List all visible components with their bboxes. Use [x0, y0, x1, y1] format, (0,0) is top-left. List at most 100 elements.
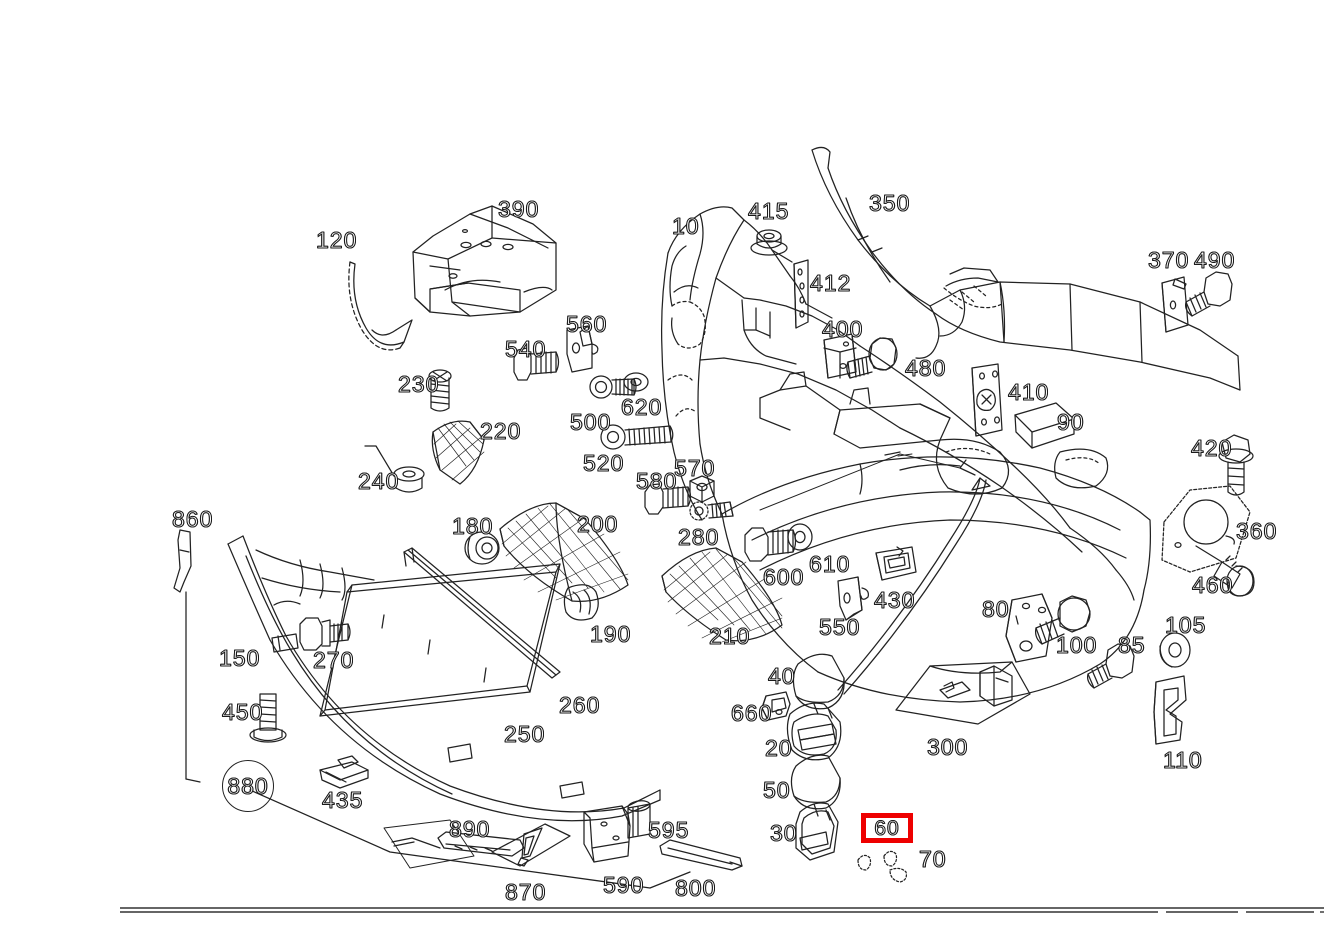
part-270-bolt: [299, 617, 351, 651]
part-callout-120[interactable]: 120: [315, 227, 358, 253]
part-callout-890[interactable]: 890: [448, 816, 491, 842]
part-450-bolt: [249, 693, 287, 743]
part-callout-220[interactable]: 220: [479, 418, 522, 444]
part-callout-70[interactable]: 70: [919, 846, 947, 872]
part-callout-410[interactable]: 410: [1007, 379, 1050, 405]
part-430-clipnut: [875, 546, 917, 581]
part-callout-20[interactable]: 20: [765, 735, 793, 761]
part-callout-300[interactable]: 300: [926, 734, 969, 760]
part-callout-280[interactable]: 280: [677, 524, 720, 550]
part-callout-40[interactable]: 40: [768, 663, 796, 689]
part-callout-85[interactable]: 85: [1118, 632, 1146, 658]
part-callout-260[interactable]: 260: [558, 692, 601, 718]
part-230-screw: [428, 369, 452, 412]
part-callout-620[interactable]: 620: [620, 394, 663, 420]
part-callout-870[interactable]: 870: [504, 879, 547, 905]
part-callout-200[interactable]: 200: [576, 511, 619, 537]
highlight-callout-label: 60: [874, 816, 900, 840]
part-460-bolt: [1213, 555, 1255, 597]
part-435-clip: [319, 755, 369, 789]
part-595-cap: [627, 800, 651, 839]
part-callout-570[interactable]: 570: [673, 455, 716, 481]
part-callout-390[interactable]: 390: [497, 196, 540, 222]
part-callout-100[interactable]: 100: [1055, 632, 1098, 658]
highlight-box-part-60[interactable]: 60: [861, 813, 913, 843]
part-callout-560[interactable]: 560: [565, 311, 608, 337]
part-callout-210[interactable]: 210: [708, 623, 751, 649]
misc-leaders: [897, 453, 913, 457]
part-260-trim-bar: [403, 547, 561, 679]
part-870-panel: [383, 819, 475, 869]
part-412-strip: [793, 259, 809, 329]
part-callout-350[interactable]: 350: [868, 190, 911, 216]
part-callout-190[interactable]: 190: [589, 621, 632, 647]
part-callout-412[interactable]: 412: [809, 270, 852, 296]
part-550-clip: [837, 576, 869, 621]
part-callout-370[interactable]: 370: [1147, 247, 1190, 273]
part-callout-150[interactable]: 150: [218, 645, 261, 671]
part-callout-480[interactable]: 480: [904, 355, 947, 381]
part-callout-435[interactable]: 435: [321, 787, 364, 813]
circled-callout-label: 880: [227, 772, 269, 799]
part-620-washer: [623, 372, 649, 392]
part-callout-10[interactable]: 10: [672, 213, 700, 239]
part-callout-105[interactable]: 105: [1164, 612, 1207, 638]
circled-callout-880[interactable]: 880: [222, 760, 274, 812]
part-80-bracket: [1005, 593, 1053, 663]
part-callout-800[interactable]: 800: [674, 875, 717, 901]
part-callout-415[interactable]: 415: [747, 198, 790, 224]
callout-880-leader: [185, 591, 691, 889]
part-callout-450[interactable]: 450: [221, 699, 264, 725]
footer-rule: [120, 907, 1324, 913]
part-300-shield: [895, 661, 1031, 725]
part-390-bracket: [412, 205, 557, 317]
part-540-bolt: [513, 347, 560, 381]
part-350-crash-beam: [811, 146, 1241, 391]
part-220-mesh: [431, 420, 485, 485]
part-210-grille: [661, 547, 783, 643]
part-callout-430[interactable]: 430: [873, 587, 916, 613]
part-callout-180[interactable]: 180: [451, 513, 494, 539]
part-800-strip: [659, 839, 743, 871]
part-callout-660[interactable]: 660: [730, 700, 773, 726]
part-860-bracket: [173, 529, 192, 593]
part-240-grommet: [364, 445, 425, 493]
part-590-panel: [583, 805, 631, 863]
part-callout-420[interactable]: 420: [1190, 435, 1233, 461]
part-callout-540[interactable]: 540: [504, 336, 547, 362]
part-callout-250[interactable]: 250: [503, 721, 546, 747]
part-callout-110[interactable]: 110: [1163, 747, 1203, 773]
part-callout-50[interactable]: 50: [763, 777, 791, 803]
part-50-cover: [790, 754, 841, 810]
part-callout-30[interactable]: 30: [770, 820, 798, 846]
part-callout-860[interactable]: 860: [171, 506, 214, 532]
part-870-blade: [491, 823, 571, 867]
part-callout-490[interactable]: 490: [1193, 247, 1236, 273]
part-410-plate: [971, 363, 1003, 437]
part-callout-595[interactable]: 595: [647, 817, 690, 843]
part-105-washer: [1159, 632, 1191, 668]
part-callout-240[interactable]: 240: [357, 468, 400, 494]
part-callout-230[interactable]: 230: [397, 371, 440, 397]
part-415-nut: [750, 229, 788, 256]
part-120-strip: [348, 261, 413, 351]
part-85-bolt: [1087, 643, 1135, 689]
part-callout-270[interactable]: 270: [312, 647, 355, 673]
part-890-strip: [437, 831, 525, 857]
part-callout-500[interactable]: 500: [569, 409, 612, 435]
part-callout-460[interactable]: 460: [1191, 572, 1234, 598]
part-callout-80[interactable]: 80: [982, 596, 1010, 622]
part-callout-590[interactable]: 590: [602, 872, 645, 898]
part-40-cover: [792, 653, 845, 710]
part-90-block: [1014, 402, 1075, 449]
part-callout-610[interactable]: 610: [808, 551, 851, 577]
part-callout-90[interactable]: 90: [1057, 409, 1085, 435]
part-callout-580[interactable]: 580: [635, 468, 678, 494]
part-callout-360[interactable]: 360: [1235, 518, 1278, 544]
part-callout-400[interactable]: 400: [821, 316, 864, 342]
part-callout-600[interactable]: 600: [762, 564, 805, 590]
part-callout-520[interactable]: 520: [582, 450, 625, 476]
part-callout-550[interactable]: 550: [818, 614, 861, 640]
leader-line-bumper: [759, 453, 976, 511]
